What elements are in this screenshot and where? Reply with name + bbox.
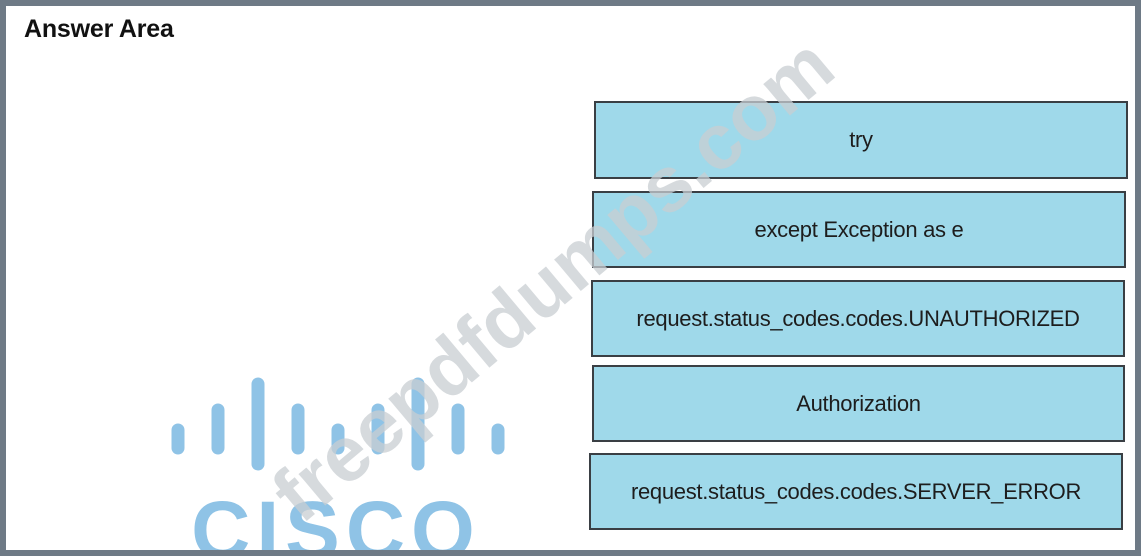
answer-item-server-error[interactable]: request.status_codes.codes.SERVER_ERROR [589, 453, 1123, 530]
cisco-logo-icon: CISCO [171, 377, 505, 556]
answer-item-try[interactable]: try [594, 101, 1128, 179]
answer-item-authorization[interactable]: Authorization [592, 365, 1125, 442]
answer-item-unauthorized[interactable]: request.status_codes.codes.UNAUTHORIZED [591, 280, 1125, 357]
answer-item-except[interactable]: except Exception as e [592, 191, 1126, 268]
answer-area-header: Answer Area [6, 6, 1135, 50]
answer-area-title: Answer Area [24, 15, 174, 43]
cisco-logo-text: CISCO [191, 485, 481, 556]
